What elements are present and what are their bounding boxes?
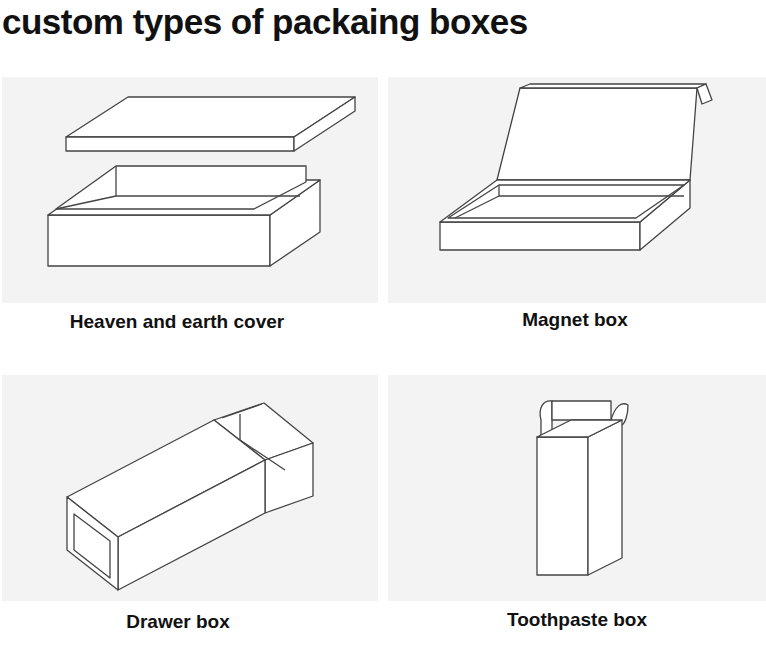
lid-drawing [66, 97, 355, 151]
page-title: custom types of packaing boxes [2, 2, 528, 42]
panel [2, 77, 378, 303]
toothpaste-box-drawing [537, 401, 628, 575]
box-type-caption: Magnet box [522, 309, 628, 331]
panel [388, 77, 766, 303]
panel [2, 375, 378, 601]
box-type-caption: Heaven and earth cover [70, 311, 284, 333]
base-drawing [48, 166, 320, 266]
magnet-box-drawing [440, 84, 712, 250]
drawer-box-drawing [67, 403, 313, 590]
box-type-caption: Toothpaste box [507, 609, 647, 631]
panel [388, 375, 766, 601]
box-type-caption: Drawer box [126, 611, 229, 633]
